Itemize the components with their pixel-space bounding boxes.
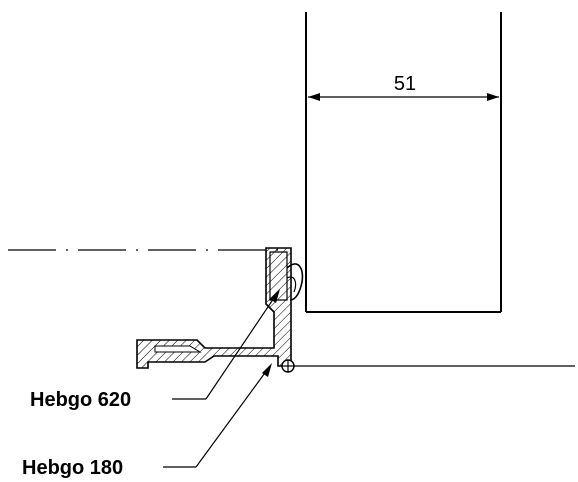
hebgo-620-leader	[172, 289, 280, 400]
pivot-point	[281, 359, 295, 373]
hebgo-180-seal	[286, 263, 304, 301]
width-dimension: 51	[308, 73, 499, 101]
width-dimension-label: 51	[394, 73, 416, 95]
hebgo-180-leader	[163, 363, 272, 468]
hebgo-620-label: Hebgo 620	[30, 389, 131, 411]
door-panel	[305, 12, 502, 313]
hebgo-180-label: Hebgo 180	[22, 457, 123, 479]
